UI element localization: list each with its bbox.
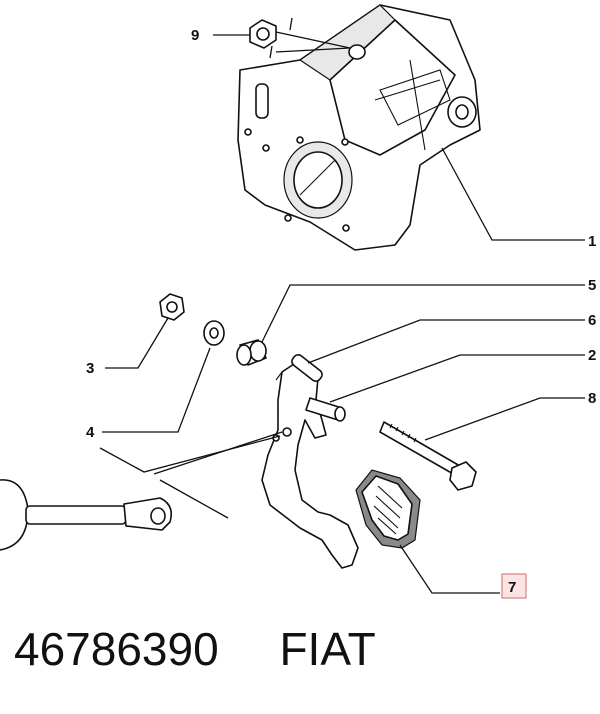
pedal-arm-part-6 (261, 354, 359, 569)
callout-1[interactable]: 1 (588, 233, 596, 250)
push-rod-assembly (0, 479, 173, 551)
callout-3[interactable]: 3 (86, 360, 94, 377)
callout-7-highlight (501, 573, 527, 599)
part-number-footer: 46786390 FIAT (14, 622, 594, 686)
callout-2[interactable]: 2 (588, 347, 596, 364)
callout-9[interactable]: 9 (191, 27, 199, 44)
brand-name: FIAT (279, 623, 376, 675)
washer-part-4 (203, 320, 225, 346)
callout-labels: 9 1 5 6 3 2 8 4 7 (86, 27, 596, 596)
pedal-bracket-part-1 (237, 4, 481, 251)
nut-part-9 (249, 19, 277, 49)
spacer-part-2 (305, 397, 346, 422)
pedal-pad-part-7 (355, 469, 421, 549)
part-number: 46786390 (14, 623, 219, 675)
callout-4[interactable]: 4 (86, 424, 95, 441)
leader-lines (99, 17, 585, 594)
callout-7[interactable]: 7 (508, 579, 516, 596)
nut-part-3 (159, 293, 185, 321)
callout-6[interactable]: 6 (588, 312, 596, 329)
bushing-part-5 (236, 339, 267, 366)
callout-8[interactable]: 8 (588, 390, 596, 407)
bolt-part-8 (379, 421, 477, 491)
callout-5[interactable]: 5 (588, 277, 596, 294)
